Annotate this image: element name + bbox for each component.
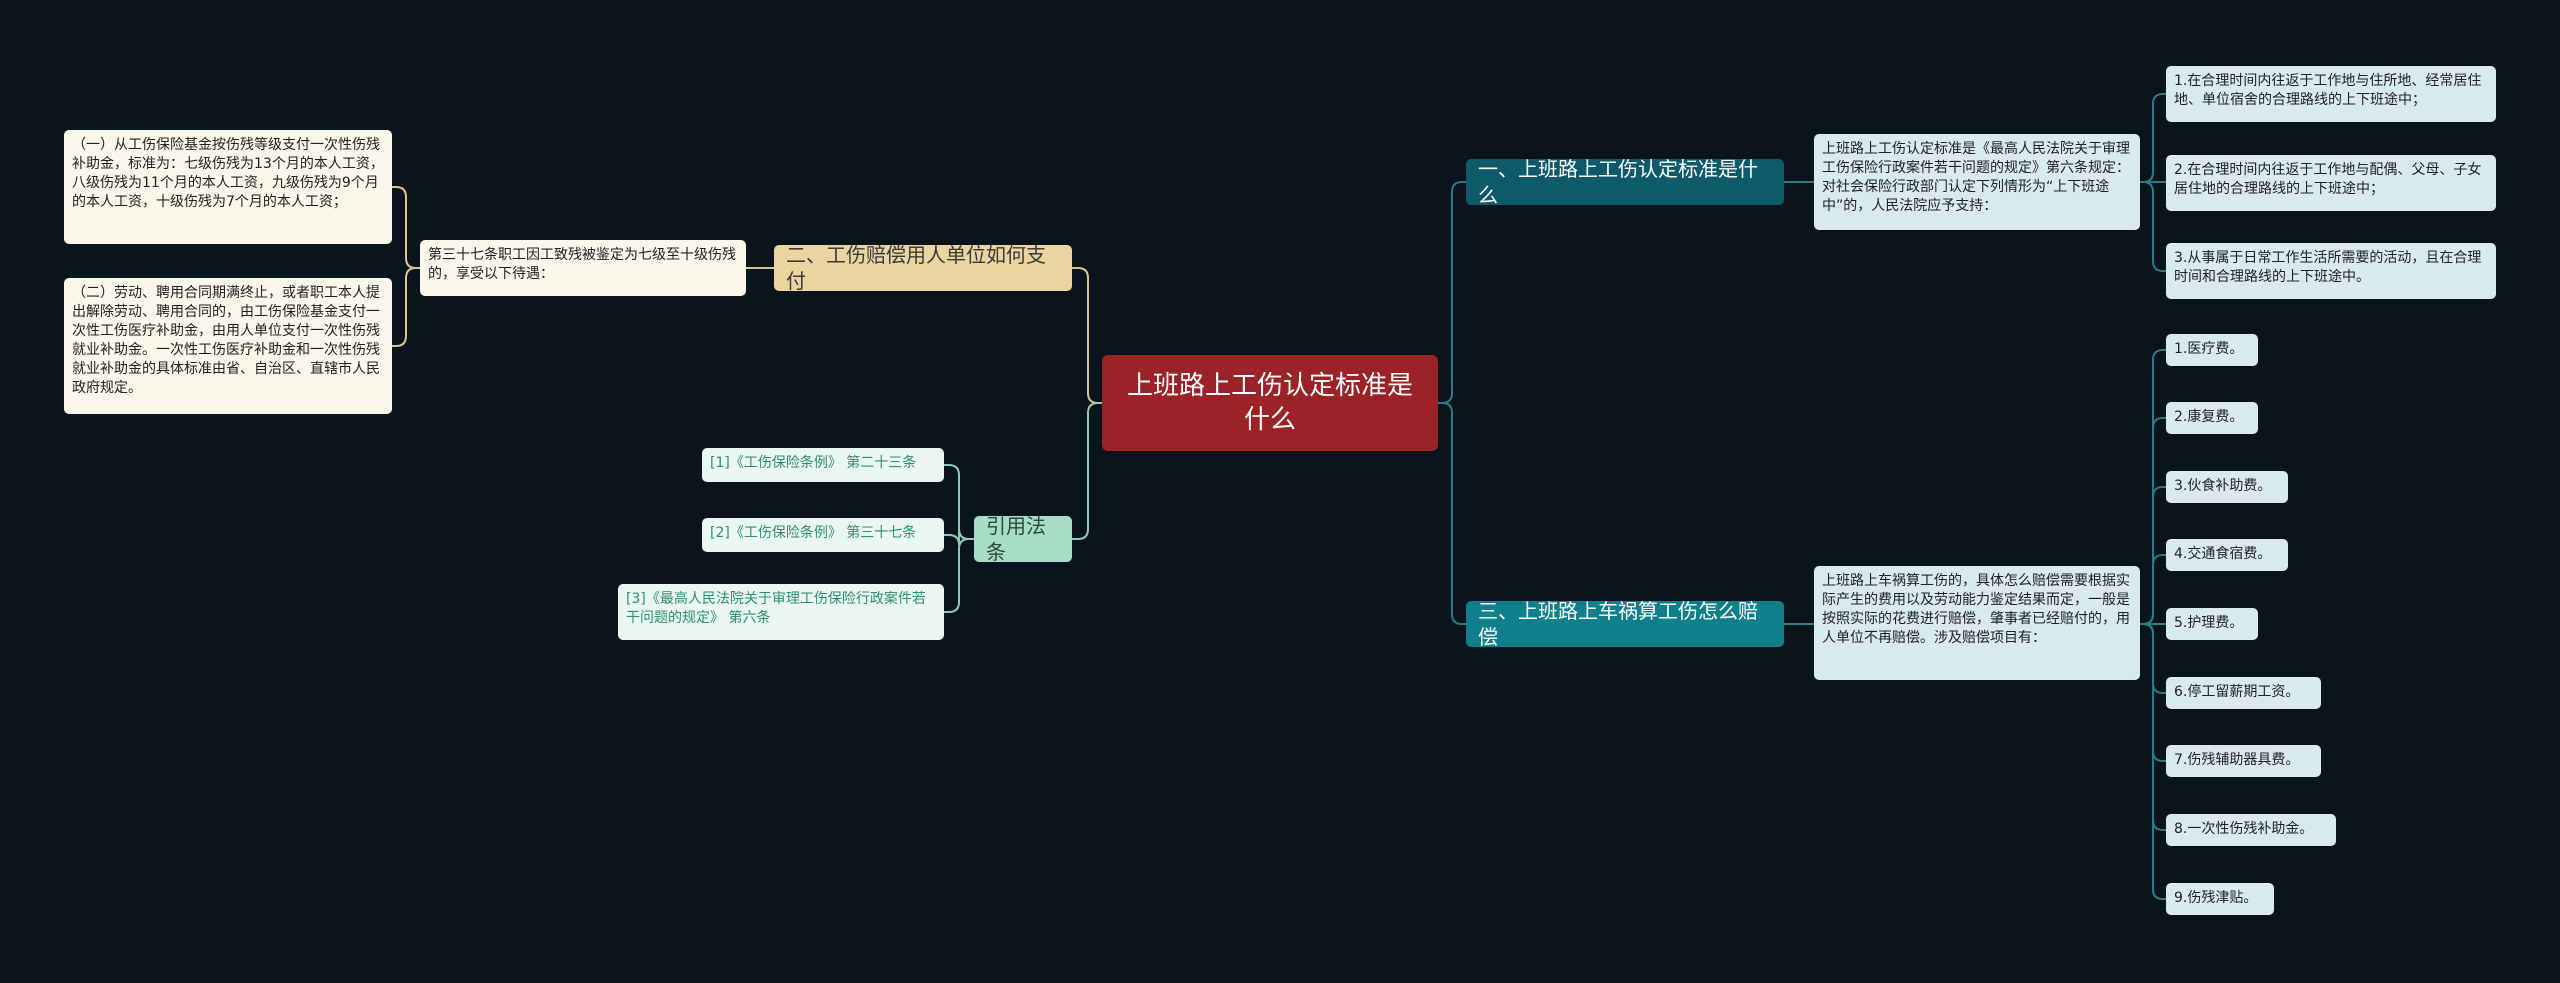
branch-3-detail[interactable]: 上班路上车祸算工伤的，具体怎么赔偿需要根据实际产生的费用以及劳动能力鉴定结果而定… — [1814, 566, 2140, 680]
branch-3-topic[interactable]: 三、上班路上车祸算工伤怎么赔偿 — [1466, 599, 1784, 649]
branch-3-item[interactable]: 3.伙食补助费。 — [2166, 471, 2288, 503]
connector-line — [1438, 181, 1466, 404]
branch-3-item[interactable]: 4.交通食宿费。 — [2166, 539, 2288, 571]
branch-1-item[interactable]: 3.从事属于日常工作生活所需要的活动，且在合理时间和合理路线的上下班途中。 — [2166, 243, 2496, 299]
branch-3-item[interactable]: 9.伤残津贴。 — [2166, 883, 2274, 915]
connector-line — [1072, 402, 1102, 540]
connector-line — [2140, 554, 2166, 625]
branch-2-detail[interactable]: 第三十七条职工因工致残被鉴定为七级至十级伤残的，享受以下待遇： — [420, 240, 746, 296]
branch-3-item[interactable]: 7.伤残辅助器具费。 — [2166, 745, 2321, 777]
branch-1-item[interactable]: 2.在合理时间内往返于工作地与配偶、父母、子女居住地的合理路线的上下班途中； — [2166, 155, 2496, 211]
root-topic[interactable]: 上班路上工伤认定标准是 什么 — [1102, 355, 1438, 451]
law-reference[interactable]: [2]《工伤保险条例》 第三十七条 — [702, 518, 944, 552]
branch-3-item[interactable]: 5.护理费。 — [2166, 608, 2258, 640]
branch-3-item[interactable]: 2.康复费。 — [2166, 402, 2258, 434]
branch-3-item[interactable]: 1.医疗费。 — [2166, 334, 2258, 366]
connector-line — [2140, 93, 2166, 183]
connector-line — [944, 464, 974, 540]
branch-1-item[interactable]: 1.在合理时间内往返于工作地与住所地、经常居住地、单位宿舍的合理路线的上下班途中… — [2166, 66, 2496, 122]
branch-2-item[interactable]: （二）劳动、聘用合同期满终止，或者职工本人提出解除劳动、聘用合同的，由工伤保险基… — [64, 278, 392, 414]
connector-line — [1438, 402, 1466, 625]
branch-4-topic[interactable]: 引用法条 — [974, 514, 1072, 564]
connector-line — [944, 538, 974, 613]
connector-line — [2140, 623, 2166, 900]
branch-3-item[interactable]: 6.停工留薪期工资。 — [2166, 677, 2321, 709]
branch-2-item[interactable]: （一）从工伤保险基金按伤残等级支付一次性伤残补助金，标准为：七级伤残为13个月的… — [64, 130, 392, 244]
branch-3-item[interactable]: 8.一次性伤残补助金。 — [2166, 814, 2336, 846]
branch-1-topic[interactable]: 一、上班路上工伤认定标准是什么 — [1466, 157, 1784, 207]
branch-2-topic[interactable]: 二、工伤赔偿用人单位如何支付 — [774, 243, 1072, 293]
law-reference[interactable]: [3]《最高人民法院关于审理工伤保险行政案件若干问题的规定》 第六条 — [618, 584, 944, 640]
connector-line — [2140, 181, 2166, 272]
branch-1-detail[interactable]: 上班路上工伤认定标准是《最高人民法院关于审理工伤保险行政案件若干问题的规定》第六… — [1814, 134, 2140, 230]
connector-line — [392, 186, 420, 269]
connector-line — [944, 528, 974, 546]
connector-line — [1072, 267, 1102, 404]
connector-line — [392, 267, 420, 347]
law-reference[interactable]: [1]《工伤保险条例》 第二十三条 — [702, 448, 944, 482]
